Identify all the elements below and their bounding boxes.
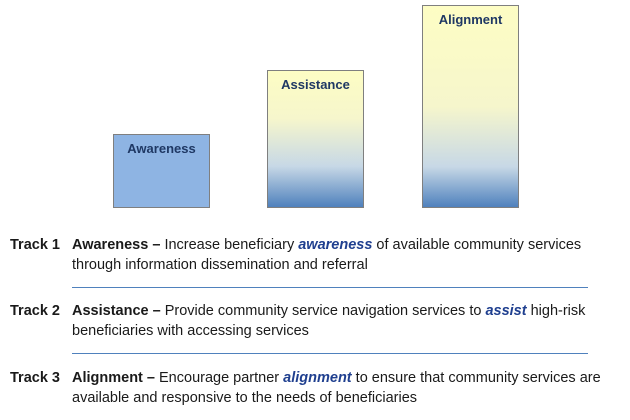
track-3-text-end: to ensure that community services are av… [72, 370, 601, 406]
track-1-description: Awareness – Increase beneficiary awarene… [72, 235, 610, 275]
track-2-dash: – [148, 303, 165, 319]
track-1-name: Awareness [72, 237, 149, 253]
track-2-text-start: Provide community service navigation ser… [164, 303, 486, 319]
track-3-dash: – [142, 370, 160, 386]
track-3-name: Alignment [72, 370, 143, 386]
track-3-number: Track 3 [10, 370, 60, 386]
track-2-keyword: assist [485, 303, 527, 319]
alignment-bar: Alignment [422, 5, 519, 208]
assistance-bar: Assistance [267, 70, 364, 208]
track-3: Track 3 Alignment – Encourage partner al… [10, 368, 610, 408]
alignment-bar-label: Alignment [438, 12, 503, 27]
track-1-number: Track 1 [10, 237, 60, 253]
awareness-bar-label: Awareness [127, 141, 196, 156]
divider-line-1 [72, 287, 588, 288]
track-3-description: Alignment – Encourage partner alignment … [72, 368, 610, 408]
track-3-keyword: alignment [283, 370, 352, 386]
track-1: Track 1 Awareness – Increase beneficiary… [10, 235, 610, 275]
track-1-text-start: Increase beneficiary [164, 237, 299, 253]
track-2-text-end: high-risk beneficiaries with accessing s… [72, 303, 586, 339]
assistance-bar-label: Assistance [281, 77, 350, 92]
track-2-number: Track 2 [10, 303, 60, 319]
awareness-bar: Awareness [113, 134, 210, 208]
track-1-keyword: awareness [298, 237, 373, 253]
divider-line-2 [72, 353, 588, 354]
track-2-name: Assistance [72, 303, 149, 319]
track-2-description: Assistance – Provide community service n… [72, 301, 610, 341]
track-3-text-start: Encourage partner [159, 370, 284, 386]
track-2: Track 2 Assistance – Provide community s… [10, 301, 610, 341]
track-1-dash: – [148, 237, 165, 253]
track-1-text-end: of available community services through … [72, 237, 582, 273]
